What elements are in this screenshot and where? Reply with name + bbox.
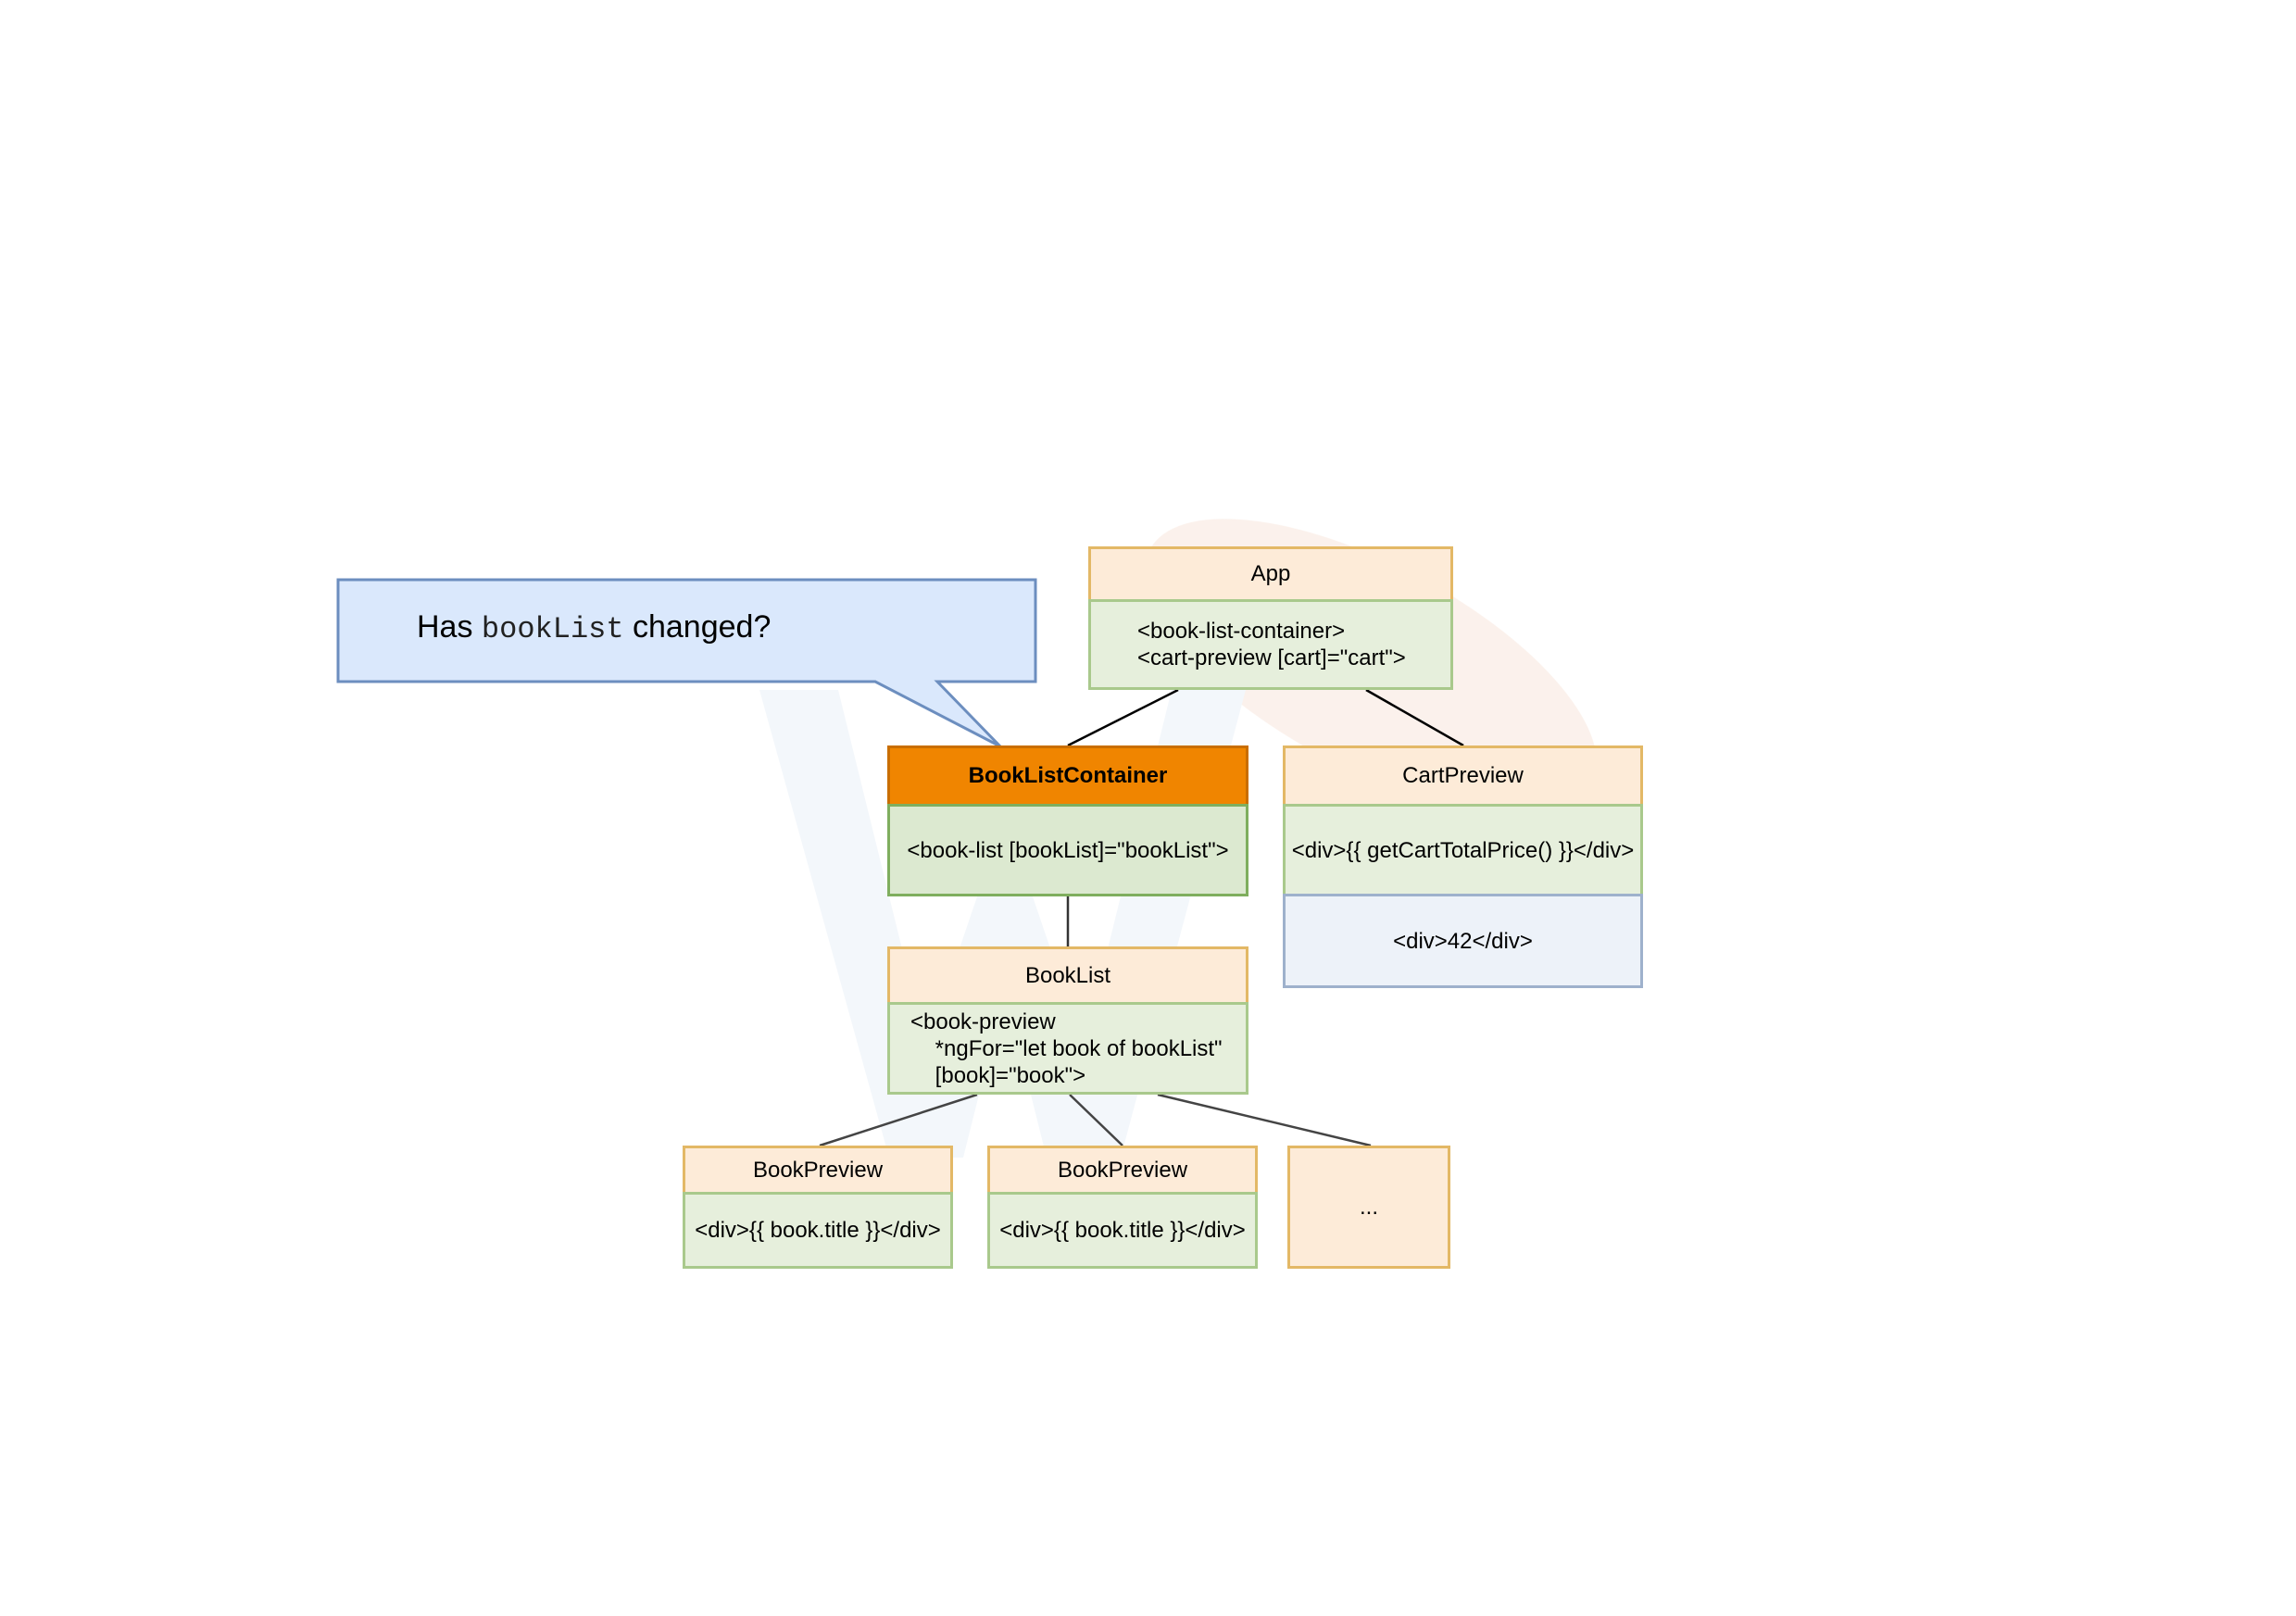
- callout-text: Has bookList changed?: [417, 609, 771, 646]
- node-book-preview-2-title: BookPreview: [987, 1146, 1258, 1195]
- node-cart-preview-output-text: <div>42</div>: [1393, 928, 1533, 954]
- node-app-body-text: <book-list-container> <cart-preview [car…: [1137, 619, 1406, 670]
- edge-booklist-bookpreview-1: [819, 1093, 978, 1147]
- edge-app-cartpreview: [1365, 688, 1464, 747]
- node-book-list[interactable]: BookList <book-preview *ngFor="let book …: [887, 946, 1248, 1095]
- node-more-label: ...: [1359, 1194, 1378, 1220]
- node-book-list-container-body-text: <book-list [bookList]="bookList">: [907, 837, 1229, 863]
- node-cart-preview-body: <div>{{ getCartTotalPrice() }}</div>: [1283, 804, 1643, 896]
- node-cart-preview-body-text: <div>{{ getCartTotalPrice() }}</div>: [1291, 837, 1635, 863]
- node-book-list-container[interactable]: BookListContainer <book-list [bookList]=…: [887, 745, 1248, 896]
- node-book-list-body-text: <book-preview *ngFor="let book of bookLi…: [910, 1008, 1223, 1088]
- callout-prefix: Has: [417, 609, 482, 645]
- node-app-body: <book-list-container> <cart-preview [car…: [1088, 599, 1453, 690]
- node-more[interactable]: ...: [1287, 1146, 1450, 1269]
- edge-booklist-more: [1157, 1093, 1372, 1147]
- node-cart-preview[interactable]: CartPreview <div>{{ getCartTotalPrice() …: [1283, 745, 1643, 988]
- callout-bubble: [336, 578, 1037, 748]
- node-book-preview-1-title: BookPreview: [683, 1146, 953, 1195]
- node-book-list-container-body: <book-list [bookList]="bookList">: [887, 804, 1248, 896]
- node-app-title: App: [1088, 546, 1453, 602]
- node-book-preview-2-body-text: <div>{{ book.title }}</div>: [999, 1218, 1246, 1243]
- node-book-preview-1-body-text: <div>{{ book.title }}</div>: [695, 1218, 941, 1243]
- node-book-list-title: BookList: [887, 946, 1248, 1005]
- callout-suffix: changed?: [623, 609, 772, 645]
- node-cart-preview-output: <div>42</div>: [1283, 894, 1643, 988]
- node-app[interactable]: App <book-list-container> <cart-preview …: [1088, 546, 1453, 690]
- node-cart-preview-title: CartPreview: [1283, 745, 1643, 807]
- node-book-preview-1-body: <div>{{ book.title }}</div>: [683, 1192, 953, 1269]
- node-book-list-container-title: BookListContainer: [887, 745, 1248, 807]
- edge-app-booklistcontainer: [1067, 688, 1179, 747]
- callout-code: bookList: [481, 612, 624, 646]
- node-book-list-body: <book-preview *ngFor="let book of bookLi…: [887, 1002, 1248, 1095]
- node-book-preview-1[interactable]: BookPreview <div>{{ book.title }}</div>: [683, 1146, 953, 1269]
- edge-booklist-bookpreview-2: [1069, 1094, 1123, 1146]
- node-book-preview-2-body: <div>{{ book.title }}</div>: [987, 1192, 1258, 1269]
- node-book-preview-2[interactable]: BookPreview <div>{{ book.title }}</div>: [987, 1146, 1258, 1269]
